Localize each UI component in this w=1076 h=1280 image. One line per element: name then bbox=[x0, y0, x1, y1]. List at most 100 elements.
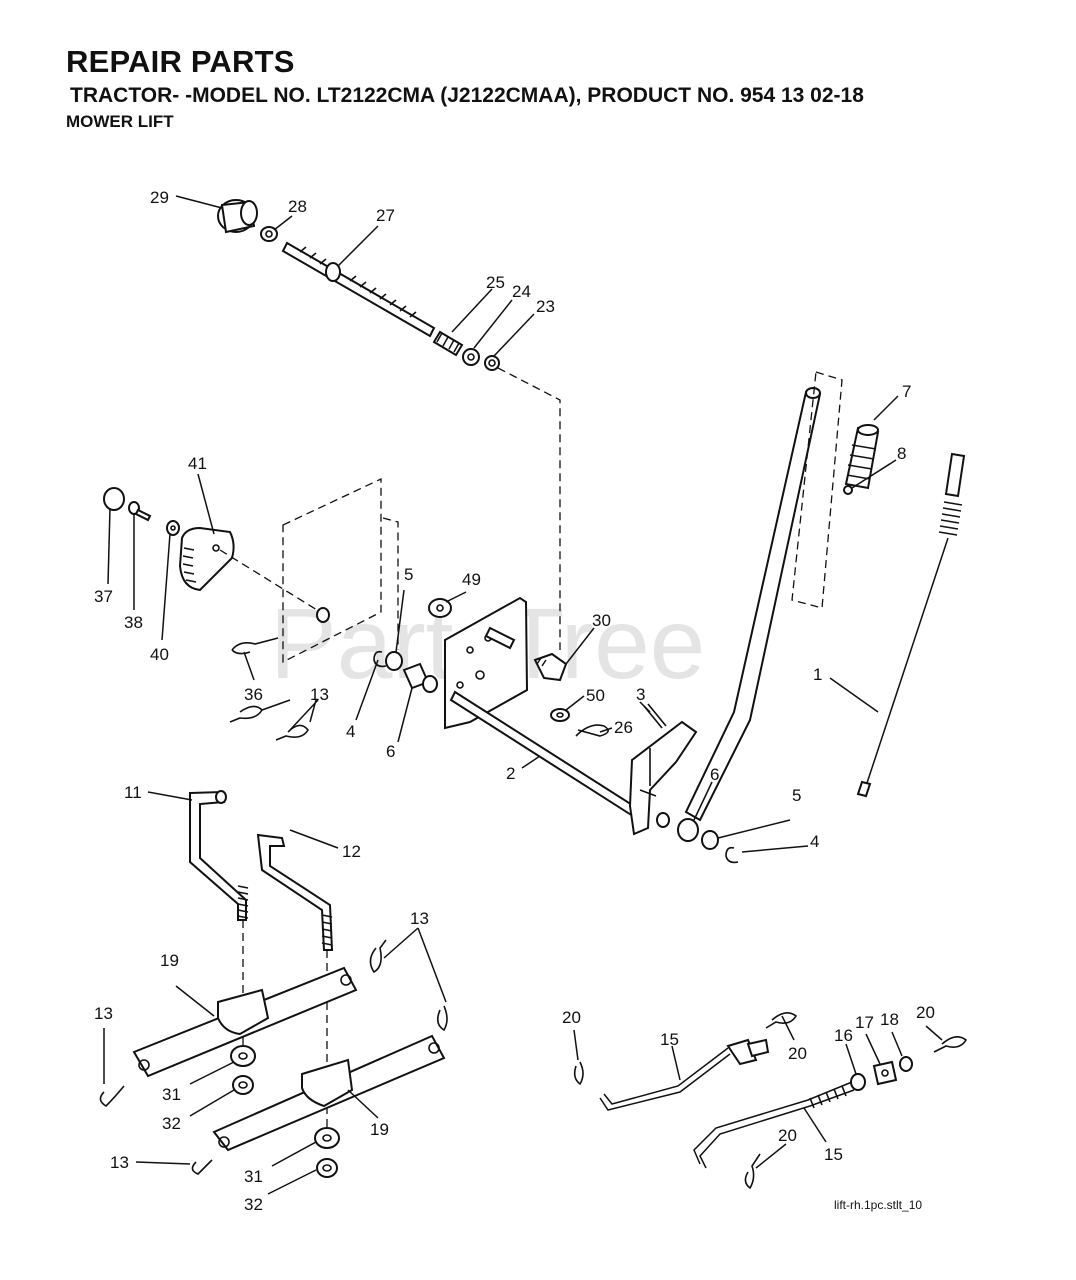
label-36: 36 bbox=[244, 685, 263, 704]
label-25: 25 bbox=[486, 273, 505, 292]
label-8: 8 bbox=[897, 444, 906, 463]
model-subtitle: TRACTOR- -MODEL NO. LT2122CMA (J2122CMAA… bbox=[70, 84, 864, 107]
label-30: 30 bbox=[592, 611, 611, 630]
hairpin-13-f bbox=[191, 1159, 213, 1175]
label-20-c: 20 bbox=[916, 1003, 935, 1022]
label-11: 11 bbox=[124, 783, 142, 802]
washer-50 bbox=[550, 708, 570, 722]
label-1: 1 bbox=[813, 665, 822, 684]
button-8 bbox=[843, 485, 853, 495]
spacer-31-upper bbox=[230, 1045, 256, 1067]
label-27: 27 bbox=[376, 206, 395, 225]
label-15-lower: 15 bbox=[824, 1145, 843, 1164]
lift-link-12 bbox=[256, 833, 334, 951]
centerline-rod bbox=[497, 367, 561, 650]
label-31-lower: 31 bbox=[244, 1167, 263, 1186]
label-20-d: 20 bbox=[778, 1126, 797, 1145]
trunnion-17 bbox=[872, 1060, 898, 1086]
washer-40 bbox=[166, 520, 180, 536]
ring-4-left bbox=[373, 650, 387, 668]
bushing-6-left bbox=[402, 662, 438, 693]
label-16: 16 bbox=[834, 1026, 853, 1045]
label-40: 40 bbox=[150, 645, 169, 664]
page-title: REPAIR PARTS bbox=[66, 44, 295, 79]
handle-grip-7 bbox=[844, 424, 880, 490]
hairpin-20-c bbox=[933, 1036, 968, 1053]
label-32-lower: 32 bbox=[244, 1195, 263, 1214]
label-3: 3 bbox=[636, 685, 645, 704]
cotter-pin-26 bbox=[575, 724, 609, 737]
label-18: 18 bbox=[880, 1010, 899, 1029]
pin-3 bbox=[643, 703, 667, 729]
hairpin-13-e bbox=[99, 1085, 125, 1108]
washer-49 bbox=[428, 598, 452, 618]
label-32-upper: 32 bbox=[162, 1114, 181, 1133]
label-5-upper: 5 bbox=[404, 565, 413, 584]
nut-18 bbox=[899, 1056, 913, 1072]
label-31-upper: 31 bbox=[162, 1085, 181, 1104]
centerline-indicator bbox=[219, 549, 331, 619]
cable-1 bbox=[856, 452, 966, 798]
hairpin-20-d bbox=[744, 1153, 761, 1190]
hairpin-13-c bbox=[369, 939, 387, 974]
lift-arm-19-upper bbox=[132, 966, 358, 1078]
nut-32-lower bbox=[316, 1158, 338, 1178]
frame-edge bbox=[382, 517, 399, 650]
lift-handle bbox=[628, 387, 822, 836]
label-17: 17 bbox=[855, 1013, 874, 1032]
label-5-lower: 5 bbox=[792, 786, 801, 805]
label-6-upper: 6 bbox=[386, 742, 395, 761]
label-26: 26 bbox=[614, 718, 633, 737]
trunnion-30 bbox=[533, 652, 568, 682]
label-19-upper: 19 bbox=[160, 951, 179, 970]
lift-shaft-2 bbox=[449, 690, 642, 820]
pivot-hole bbox=[316, 607, 330, 623]
bushing-6-right bbox=[656, 812, 699, 842]
label-41: 41 bbox=[188, 454, 207, 473]
label-49: 49 bbox=[462, 570, 481, 589]
label-13-left: 13 bbox=[94, 1004, 113, 1023]
label-23: 23 bbox=[536, 297, 555, 316]
grip-outline bbox=[791, 371, 843, 609]
knob-29 bbox=[217, 199, 258, 234]
label-24: 24 bbox=[512, 282, 531, 301]
clip-36 bbox=[231, 637, 279, 655]
label-13-bottom: 13 bbox=[110, 1153, 129, 1172]
spring-25 bbox=[432, 330, 464, 357]
ring-4-right bbox=[725, 846, 739, 864]
washer-5-left bbox=[385, 651, 403, 671]
rod-15-lower bbox=[693, 1081, 855, 1169]
adjusting-rod-27 bbox=[281, 241, 436, 338]
spacer-31-lower bbox=[314, 1127, 340, 1149]
label-4-upper: 4 bbox=[346, 722, 355, 741]
ring-37 bbox=[103, 487, 125, 511]
screw-38 bbox=[128, 501, 152, 522]
label-37: 37 bbox=[94, 587, 113, 606]
hairpin-13-d bbox=[436, 1005, 448, 1032]
nut-32-upper bbox=[232, 1075, 254, 1095]
washer-5-right bbox=[701, 830, 719, 850]
hairpin-13-b bbox=[275, 724, 309, 741]
hairpin-13-a bbox=[229, 699, 291, 723]
label-50: 50 bbox=[586, 686, 605, 705]
nut-16 bbox=[850, 1073, 866, 1091]
label-15-upper: 15 bbox=[660, 1030, 679, 1049]
label-2: 2 bbox=[506, 764, 515, 783]
washer-24 bbox=[462, 348, 480, 366]
lift-arm-19-lower bbox=[212, 1034, 446, 1152]
lift-bracket bbox=[444, 596, 529, 730]
drawing-reference: lift-rh.1pc.stlt_10 bbox=[834, 1198, 922, 1212]
label-29: 29 bbox=[150, 188, 169, 207]
rod-15-upper bbox=[599, 1038, 770, 1111]
height-indicator-41 bbox=[178, 526, 235, 592]
section-title: MOWER LIFT bbox=[66, 112, 174, 131]
label-13-right: 13 bbox=[410, 909, 429, 928]
label-19-lower: 19 bbox=[370, 1120, 389, 1139]
hairpin-20-a bbox=[573, 1061, 584, 1086]
lift-link-11 bbox=[189, 790, 249, 921]
hairpin-20-b bbox=[765, 1012, 798, 1029]
label-20-b: 20 bbox=[788, 1044, 807, 1063]
label-20-a: 20 bbox=[562, 1008, 581, 1027]
label-4-lower: 4 bbox=[810, 832, 819, 851]
